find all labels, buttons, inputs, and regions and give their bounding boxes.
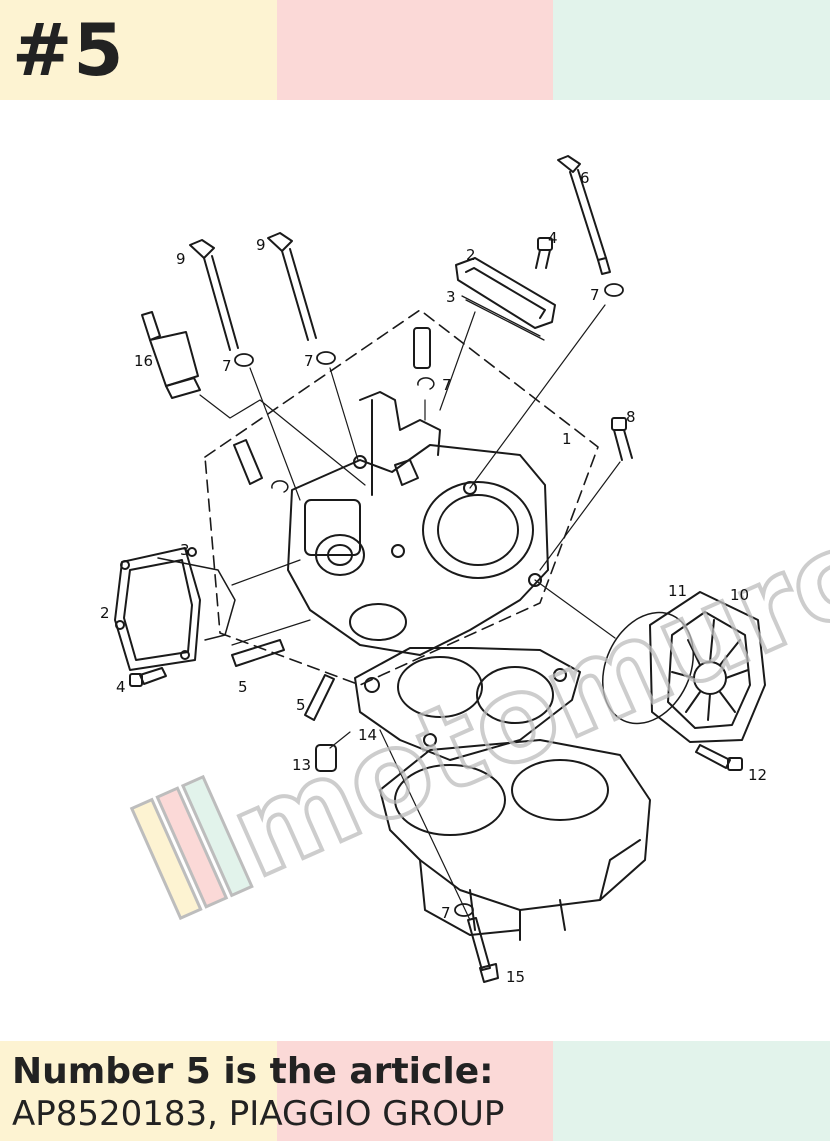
plug-13 [315,744,337,772]
bolt-12 [695,744,743,771]
callout-3-left: 3 [180,541,190,559]
band-mint [553,0,830,100]
bottom-color-band [0,1041,830,1141]
callout-3-top: 3 [446,288,456,306]
band-pink-bottom [276,1041,554,1141]
callout-2-top: 2 [466,246,476,264]
callout-7-left: 7 [222,357,232,375]
article-caption: Number 5 is the article: AP8520183, PIAG… [12,1050,504,1134]
band-pink [276,0,554,100]
callout-2-left: 2 [100,604,110,622]
callout-7-clip: 7 [442,376,452,394]
band-yellow [0,0,277,100]
cylinder-head [287,391,549,656]
exploded-parts-diagram: motomurcia 1 2 2 3 3 4 4 5 5 6 7 7 7 7 7… [100,155,830,986]
callout-4-left: 4 [116,678,126,696]
callout-labels: 1 2 2 3 3 4 4 5 5 6 7 7 7 7 7 8 9 9 10 1… [100,169,767,986]
callout-6: 6 [580,169,590,187]
callout-11: 11 [668,582,687,600]
cylinder-block [379,739,651,941]
bolt-9-right [267,232,317,341]
clips [271,377,435,493]
callout-14: 14 [358,726,377,744]
bolt-8 [611,417,633,461]
valve-cover-gasket [157,557,236,641]
band-mint-bottom [553,1041,830,1141]
callout-8: 8 [626,408,636,426]
stud-5-lower [304,674,335,721]
assembly-outline [204,309,599,686]
callout-7-bottom: 7 [441,904,451,922]
washers [234,283,624,917]
band-yellow-bottom [0,1041,277,1141]
callout-9-left: 9 [176,250,186,268]
callout-9-right: 9 [256,236,266,254]
bolt-4-top [535,237,553,269]
callout-4-top: 4 [548,229,558,247]
callout-12: 12 [748,766,767,784]
valve-cover [114,547,201,671]
callout-15: 15 [506,968,525,986]
head-gasket [354,647,581,761]
leader-lines [199,304,621,921]
top-color-band [0,0,830,100]
callout-10: 10 [730,586,749,604]
bolt-15 [467,917,499,983]
callout-5-upper: 5 [238,678,248,696]
valve-guide-right [413,327,431,369]
bolt-9-left [189,239,239,351]
watermark: motomurcia [129,452,830,921]
stud-5-upper [231,639,285,667]
valve-guide-left [233,439,263,485]
spark-plug-16 [141,311,201,399]
bolt-4-left [129,667,167,687]
bolt-6 [557,155,611,275]
callout-16: 16 [134,352,153,370]
article-number: AP8520183, PIAGGIO GROUP [12,1094,505,1134]
callout-1: 1 [562,430,572,448]
callout-5-lower: 5 [296,696,306,714]
callout-13: 13 [292,756,311,774]
top-cover [455,257,556,329]
part-number-badge: #5 [12,8,125,92]
callout-7-middle: 7 [304,352,314,370]
callout-7-right: 7 [590,286,600,304]
o-ring [601,611,695,725]
caption-title: Number 5 is the article: [12,1051,494,1092]
top-gasket [461,295,545,341]
